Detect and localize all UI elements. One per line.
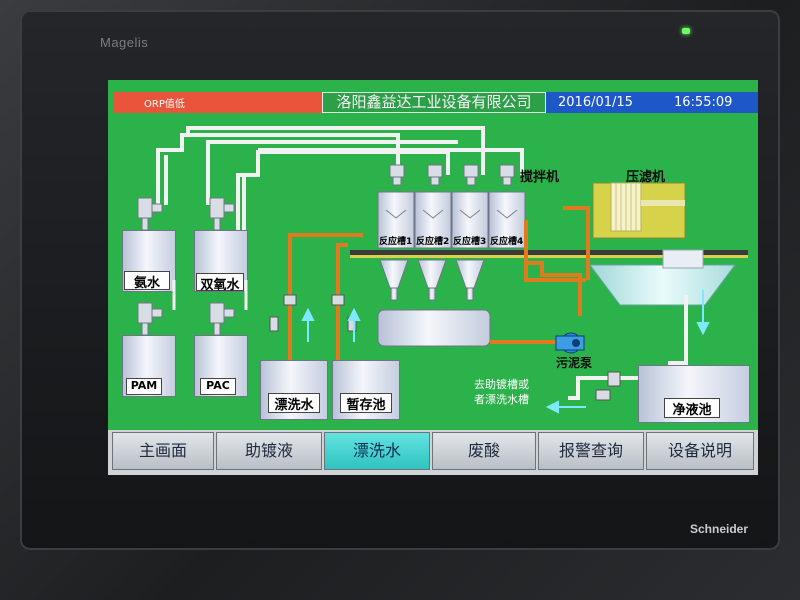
collection-tank bbox=[377, 309, 491, 347]
clean-tank-label: 净液池 bbox=[664, 398, 720, 418]
sludge-pump-label: 污泥泵 bbox=[556, 356, 593, 370]
bottom-nav: 主画面 助镀液 漂洗水 废酸 报警查询 设备说明 bbox=[108, 430, 758, 475]
reactor-4-label: 反应槽4 bbox=[490, 237, 524, 247]
ammonia-tank-label: 氨水 bbox=[124, 271, 170, 291]
alarm-text: ORP值低 bbox=[144, 99, 185, 110]
nav-waste-acid[interactable]: 废酸 bbox=[432, 432, 536, 470]
power-led-icon bbox=[682, 28, 690, 34]
outlet-note-line1: 去助镀槽或 bbox=[474, 378, 529, 391]
sludge-pump-icon bbox=[555, 332, 585, 354]
rinse-tank-label: 漂洗水 bbox=[268, 393, 320, 413]
reactor-3-label: 反应槽3 bbox=[453, 237, 487, 247]
pipe-b bbox=[236, 150, 450, 235]
white-pipes bbox=[156, 126, 524, 240]
company-title: 洛阳鑫益达工业设备有限公司 bbox=[322, 92, 546, 113]
time-display: 16:55:09 bbox=[674, 95, 733, 110]
mixer-label: 搅拌机 bbox=[520, 170, 560, 185]
reactor-1-label: 反应槽1 bbox=[379, 237, 413, 247]
pam-tank-label: PAM bbox=[126, 378, 162, 395]
brand-label: Magelis bbox=[100, 35, 149, 50]
reactor-tanks bbox=[377, 191, 526, 249]
hmi-screen: ORP值低 洛阳鑫益达工业设备有限公司 2016/01/15 16:55:09 bbox=[108, 80, 758, 475]
filter-press bbox=[589, 182, 736, 306]
valves bbox=[269, 294, 357, 332]
nav-device-info[interactable]: 设备说明 bbox=[646, 432, 754, 470]
nav-rinse-water[interactable]: 漂洗水 bbox=[324, 432, 430, 470]
outlet-note-line2: 者漂洗水槽 bbox=[474, 393, 529, 406]
flow-arrow-down bbox=[696, 290, 710, 336]
flow-arrows-up bbox=[301, 307, 361, 342]
mixer-motors bbox=[389, 164, 515, 186]
rail-top bbox=[350, 250, 748, 255]
filter-press-label: 压滤机 bbox=[626, 170, 666, 185]
nav-alarm-query[interactable]: 报警查询 bbox=[538, 432, 644, 470]
reactor-2-label: 反应槽2 bbox=[416, 237, 450, 247]
pac-tank-label: PAC bbox=[200, 378, 236, 395]
temp-tank-label: 暂存池 bbox=[340, 393, 392, 413]
process-diagram bbox=[156, 126, 748, 414]
peroxide-tank-label: 双氧水 bbox=[196, 273, 244, 293]
flow-arrow-left bbox=[545, 400, 586, 414]
pipe-to-clean bbox=[668, 295, 688, 365]
pipe-ammonia bbox=[156, 133, 400, 205]
outlet-valve-2 bbox=[607, 371, 621, 387]
datetime-panel: 2016/01/15 16:55:09 bbox=[546, 92, 758, 113]
hoppers bbox=[379, 259, 485, 301]
outlet-valve bbox=[595, 389, 611, 401]
manufacturer-logo: Schneider bbox=[690, 522, 749, 536]
orange-pipes bbox=[288, 206, 590, 360]
date-display: 2016/01/15 bbox=[558, 95, 633, 110]
nav-flux-solution[interactable]: 助镀液 bbox=[216, 432, 322, 470]
alarm-banner[interactable]: ORP值低 bbox=[114, 92, 322, 113]
nav-main-screen[interactable]: 主画面 bbox=[112, 432, 214, 470]
rail-yellow bbox=[350, 255, 748, 258]
